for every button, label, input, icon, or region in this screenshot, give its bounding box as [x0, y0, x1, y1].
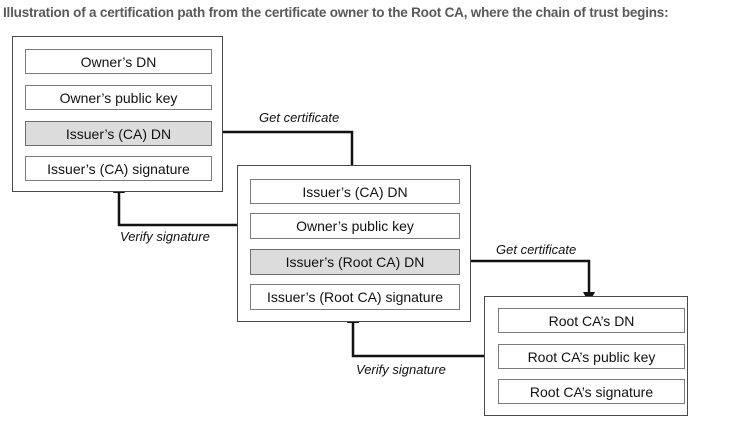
cert-field-issuer-root-ca-signature: Issuer’s (Root CA) signature — [250, 284, 460, 310]
cert-field-label: Issuer’s (Root CA) DN — [285, 254, 425, 270]
cert-field-label: Issuer’s (Root CA) signature — [266, 289, 444, 305]
cert-field-owner-public-key: Owner’s public key — [25, 85, 212, 110]
cert-field-label: Root CA’s public key — [527, 348, 656, 365]
cert-field-label: Root CA’s signature — [529, 383, 654, 400]
cert-field-label: Issuer’s (CA) DN — [302, 183, 408, 200]
cert-field-root-ca-public-key: Root CA’s public key — [498, 344, 685, 369]
cert-field-label: Owner’s DN — [80, 53, 157, 70]
get-certificate-label-1: Get certificate — [259, 110, 340, 125]
cert-field-label: Issuer’s (CA) DN — [65, 125, 172, 142]
cert-field-label: Owner’s public key — [59, 89, 178, 106]
root-ca-certificate-box: Root CA’s DN Root CA’s public key Root C… — [484, 296, 688, 416]
verify-signature-label-1: Verify signature — [120, 229, 210, 244]
owner-certificate-box: Owner’s DN Owner’s public key Issuer’s (… — [12, 36, 223, 192]
cert-field-issuer-ca-signature: Issuer’s (CA) signature — [25, 156, 212, 181]
verify-signature-arrow-1 — [117, 192, 249, 227]
diagram-title: Illustration of a certification path fro… — [3, 5, 669, 20]
get-certificate-arrow-1 — [211, 130, 354, 167]
cert-field-owner-public-key-2: Owner’s public key — [250, 213, 460, 239]
verify-signature-label-2: Verify signature — [356, 362, 446, 377]
get-certificate-label-2: Get certificate — [496, 242, 577, 257]
cert-field-label: Root CA’s DN — [548, 312, 635, 329]
cert-field-label: Owner’s public key — [296, 218, 414, 234]
verify-signature-arrow-2 — [351, 322, 497, 358]
cert-field-label: Issuer’s (CA) signature — [47, 160, 190, 177]
cert-field-root-ca-dn: Root CA’s DN — [498, 308, 685, 333]
cert-field-issuer-ca-dn: Issuer’s (CA) DN — [25, 121, 212, 146]
cert-field-issuer-root-ca-dn: Issuer’s (Root CA) DN — [250, 249, 460, 275]
cert-field-owner-dn: Owner’s DN — [25, 49, 212, 74]
ca-certificate-box: Issuer’s (CA) DN Owner’s public key Issu… — [237, 165, 471, 322]
get-certificate-arrow-2 — [459, 259, 591, 293]
cert-field-root-ca-signature: Root CA’s signature — [498, 379, 685, 404]
cert-field-issuer-ca-dn-2: Issuer’s (CA) DN — [250, 179, 460, 204]
